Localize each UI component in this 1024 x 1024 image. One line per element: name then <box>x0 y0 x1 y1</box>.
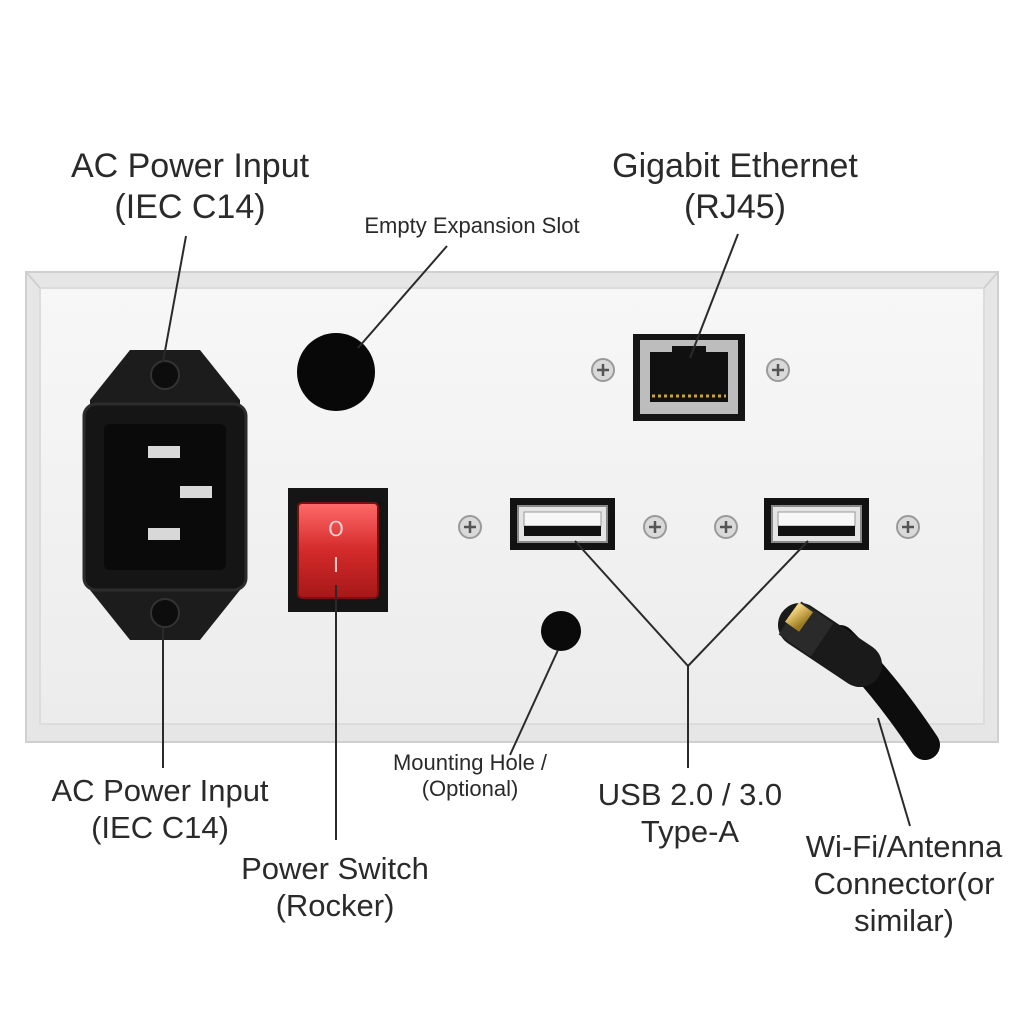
label-line: Wi-Fi/Antenna <box>805 829 1003 864</box>
screw-icon <box>765 357 791 383</box>
power-switch-icon: O I <box>288 488 388 612</box>
label-line: similar) <box>854 903 954 939</box>
label-line: (IEC C14) <box>91 810 229 846</box>
label-line: Power Switch <box>241 851 429 886</box>
usb-port-icon <box>764 498 869 550</box>
label-line: Connector(or <box>813 866 995 902</box>
screw-icon <box>642 514 668 540</box>
label-line: (IEC C14) <box>114 187 266 226</box>
label-wifi-antenna-connector: Wi-Fi/Antenna Connector(or similar) <box>790 828 1018 940</box>
label-line: Empty Expansion Slot <box>364 213 580 238</box>
leader-lines <box>162 233 911 840</box>
label-line: (Rocker) <box>275 888 395 924</box>
screw-icon <box>457 514 483 540</box>
leader-usb-right <box>687 540 809 667</box>
ac-power-inlet-icon <box>82 350 248 640</box>
mounting-hole <box>541 611 581 651</box>
label-empty-expansion-slot: Empty Expansion Slot <box>342 213 602 239</box>
label-usb: USB 2.0 / 3.0 Type-A <box>565 776 815 850</box>
screw-icon <box>590 357 616 383</box>
label-power-switch: Power Switch (Rocker) <box>215 850 455 924</box>
label-line: Type-A <box>640 814 740 850</box>
screw-icon <box>895 514 921 540</box>
label-line: AC Power Input <box>51 773 269 808</box>
leader-usb-left <box>574 540 689 667</box>
leader-ac-top <box>162 235 187 363</box>
label-line: USB 2.0 / 3.0 <box>597 777 783 812</box>
label-mounting-hole: Mounting Hole / (Optional) <box>380 750 560 803</box>
label-line: AC Power Input <box>70 147 310 185</box>
leader-ethernet <box>689 233 739 359</box>
usb-port-icon <box>510 498 615 550</box>
label-line: (RJ45) <box>683 187 787 226</box>
switch-on-symbol: I <box>333 553 339 577</box>
leader-antenna <box>877 717 911 827</box>
label-ac-power-input-bottom: AC Power Input (IEC C14) <box>30 772 290 846</box>
leader-mounting <box>509 649 559 756</box>
label-ac-power-input-top: AC Power Input (IEC C14) <box>40 146 340 228</box>
label-line: Mounting Hole / <box>392 750 548 775</box>
switch-off-symbol: O <box>328 517 344 541</box>
label-line: Gigabit Ethernet <box>612 147 858 185</box>
label-line: (Optional) <box>421 776 519 802</box>
antenna-connector-icon <box>778 601 940 760</box>
label-gigabit-ethernet: Gigabit Ethernet (RJ45) <box>585 146 885 228</box>
ethernet-port-icon <box>633 334 745 421</box>
screw-icon <box>713 514 739 540</box>
expansion-slot-hole <box>297 333 375 411</box>
leader-expansion <box>357 245 448 349</box>
